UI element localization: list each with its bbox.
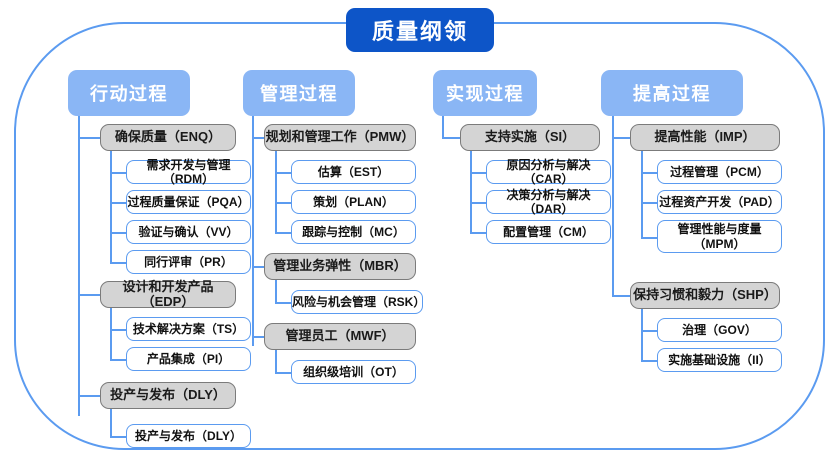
leaf-node-rdm[interactable]: 需求开发与管理（RDM） (126, 158, 251, 186)
connector-stub-edp (78, 294, 100, 296)
connector-stub-mc (275, 232, 291, 234)
leaf-node-ts[interactable]: 技术解决方案（TS） (126, 317, 251, 341)
leaf-node-car[interactable]: 原因分析与解决（CAR） (486, 158, 611, 186)
leaf-node-mc[interactable]: 跟踪与控制（MC） (291, 220, 416, 244)
connector-stub-rsk (275, 302, 291, 304)
connector-spine-imp (641, 151, 643, 238)
connector-stub-enq (78, 137, 100, 139)
connector-stub-imp (612, 137, 630, 139)
group-node-imp[interactable]: 提高性能（IMP） (630, 124, 780, 151)
leaf-node-pad[interactable]: 过程资产开发（PAD） (657, 190, 782, 214)
group-node-mwf[interactable]: 管理员工（MWF） (264, 323, 416, 350)
connector-stub-pcm (641, 172, 657, 174)
leaf-node-est[interactable]: 估算（EST） (291, 160, 416, 184)
category-header-action[interactable]: 行动过程 (68, 70, 190, 116)
connector-stub-est (275, 172, 291, 174)
connector-spine-improve (612, 116, 614, 296)
category-header-improve[interactable]: 提高过程 (601, 70, 743, 116)
connector-stub-car (470, 172, 486, 174)
group-node-dly[interactable]: 投产与发布（DLY） (100, 382, 236, 409)
leaf-node-ii[interactable]: 实施基础设施（II） (657, 348, 782, 372)
leaf-node-cm[interactable]: 配置管理（CM） (486, 220, 611, 244)
connector-spine-si (470, 151, 472, 233)
connector-spine-edp (110, 308, 112, 360)
group-node-edp[interactable]: 设计和开发产品（EDP） (100, 279, 236, 308)
connector-spine-realize (442, 116, 444, 138)
connector-spine-pmw (275, 151, 277, 233)
connector-stub-pr (110, 262, 126, 264)
leaf-node-ot[interactable]: 组织级培训（OT） (291, 360, 416, 384)
connector-stub-dar (470, 202, 486, 204)
connector-stub-ot (275, 372, 291, 374)
connector-stub-plan (275, 202, 291, 204)
connector-spine-mbr (275, 280, 277, 303)
connector-stub-pad (641, 202, 657, 204)
connector-stub-dly (78, 395, 100, 397)
leaf-node-pqa[interactable]: 过程质量保证（PQA） (126, 190, 251, 214)
connector-stub-ii (641, 360, 657, 362)
connector-stub-cm (470, 232, 486, 234)
leaf-node-mpm[interactable]: 管理性能与度量 （MPM） (657, 220, 782, 253)
connector-spine-dly (110, 409, 112, 437)
connector-spine-manage (252, 116, 254, 346)
group-node-shp[interactable]: 保持习惯和毅力（SHP） (630, 282, 780, 309)
connector-stub-pmw (252, 137, 264, 139)
leaf-node-rsk[interactable]: 风险与机会管理（RSK） (291, 290, 425, 314)
group-node-pmw[interactable]: 规划和管理工作（PMW） (264, 124, 416, 151)
leaf-node-dar[interactable]: 决策分析与解决（DAR） (486, 188, 611, 216)
connector-spine-shp (641, 309, 643, 361)
connector-spine-action (78, 116, 80, 416)
connector-spine-enq (110, 151, 112, 263)
leaf-node-plan[interactable]: 策划（PLAN） (291, 190, 416, 214)
connector-stub-gov (641, 330, 657, 332)
connector-stub-rdm (110, 172, 126, 174)
group-node-enq[interactable]: 确保质量（ENQ） (100, 124, 236, 151)
connector-stub-mwf (252, 336, 264, 338)
connector-stub-mbr (252, 266, 264, 268)
connector-stub-dly-leaf (110, 436, 126, 438)
connector-spine-mwf (275, 350, 277, 373)
root-title-node[interactable]: 质量纲领 (346, 8, 494, 52)
category-header-manage[interactable]: 管理过程 (243, 70, 355, 116)
connector-stub-si (442, 137, 460, 139)
leaf-node-dly[interactable]: 投产与发布（DLY） (126, 424, 251, 448)
connector-stub-shp (612, 295, 630, 297)
connector-stub-ts (110, 329, 126, 331)
connector-stub-vv (110, 232, 126, 234)
group-node-mbr[interactable]: 管理业务弹性（MBR） (264, 253, 416, 280)
leaf-node-gov[interactable]: 治理（GOV） (657, 318, 782, 342)
leaf-node-pi[interactable]: 产品集成（PI） (126, 347, 251, 371)
connector-stub-pqa (110, 202, 126, 204)
leaf-node-vv[interactable]: 验证与确认（VV） (126, 220, 251, 244)
group-node-si[interactable]: 支持实施（SI） (460, 124, 600, 151)
category-header-realize[interactable]: 实现过程 (433, 70, 537, 116)
connector-stub-pi (110, 359, 126, 361)
leaf-node-pr[interactable]: 同行评审（PR） (126, 250, 251, 274)
connector-stub-mpm (641, 237, 657, 239)
leaf-node-pcm[interactable]: 过程管理（PCM） (657, 160, 782, 184)
